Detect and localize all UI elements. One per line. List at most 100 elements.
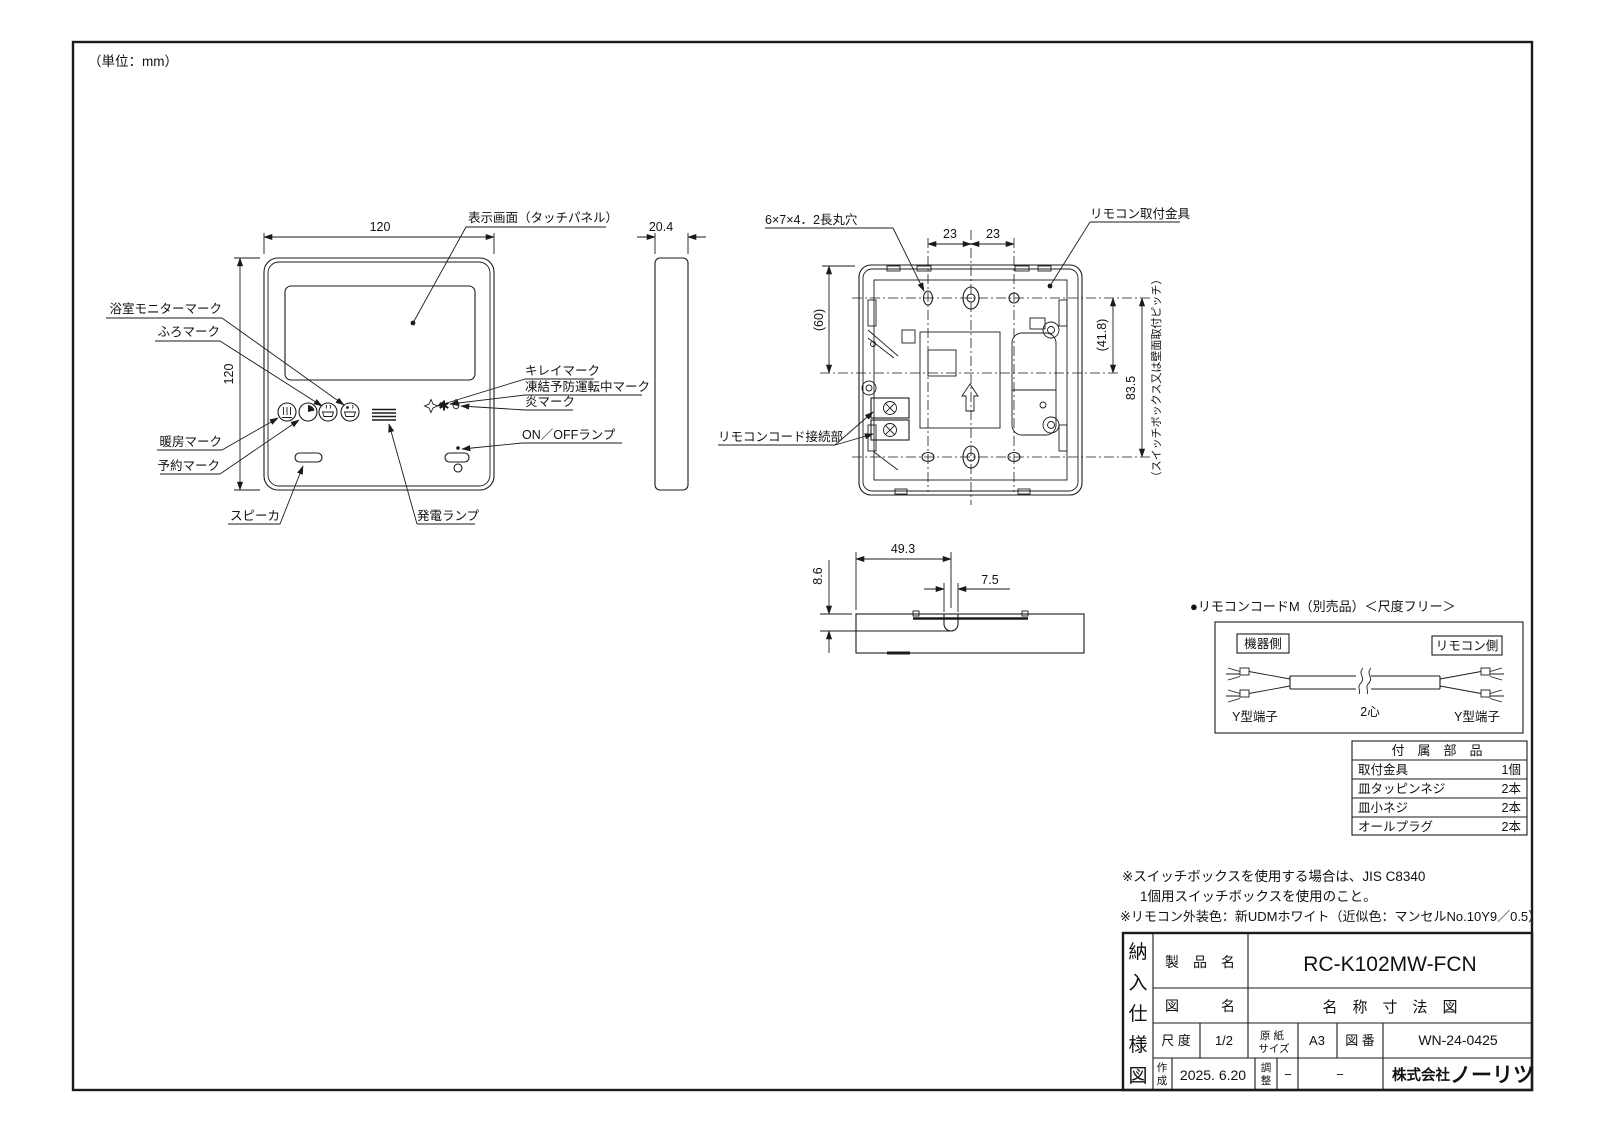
scale-value: 1/2: [1215, 1033, 1233, 1048]
doc-type-char: 図: [1128, 1066, 1147, 1087]
label-bracket: リモコン取付金具: [1090, 206, 1191, 221]
label-cord-terminal: リモコンコード接続部: [718, 429, 843, 444]
dim-bottom-493: 49.3: [891, 542, 915, 556]
created-label: 作: [1157, 1062, 1168, 1074]
drawing-name-value: 名 称 寸 法 図: [1322, 999, 1457, 1016]
company-name: ノーリツ: [1450, 1064, 1534, 1087]
power-generation-lamp: [372, 408, 396, 421]
label-pitch-note: （スイッチボックス又は壁面取付ピッチ）: [1149, 274, 1163, 483]
dim-bottom-86: 8.6: [811, 567, 825, 584]
accessory-name: オールプラグ: [1358, 820, 1433, 834]
table-row: オールプラグ 2本: [1358, 820, 1521, 834]
back-view: 23 23 (60) (41.8) 83.5 （スイッチボックス又は壁面取付ピッ…: [718, 206, 1191, 505]
paper-size-value: A3: [1309, 1033, 1325, 1048]
adjust-label: 整: [1261, 1074, 1272, 1087]
accessory-qty: 2本: [1502, 782, 1522, 796]
label-bath-monitor: 浴室モニターマーク: [109, 301, 222, 316]
drawing-number-label: 図 番: [1345, 1033, 1375, 1048]
dim-bottom-75: 7.5: [981, 573, 998, 587]
label-freeze: 凍結予防運転中マーク: [525, 379, 650, 394]
bath-monitor-icon: [340, 402, 360, 422]
freeze-prevention-icon: [439, 400, 449, 411]
title-block: 納 入 仕 様 図 製 品 名 RC-K102MW-FCN 図 名 名 称 寸 …: [1121, 931, 1534, 1092]
scale-label: 尺 度: [1161, 1033, 1191, 1048]
cord-diagram: ●リモコンコードM（別売品）＜尺度フリー＞ 機器側 リモコン側: [1190, 599, 1524, 734]
company-prefix: 株式会社: [1392, 1066, 1450, 1084]
adjust-label: 調: [1261, 1061, 1272, 1074]
onoff-led: [456, 446, 460, 450]
product-name-value: RC-K102MW-FCN: [1303, 953, 1476, 976]
doc-type-char: 様: [1128, 1034, 1147, 1056]
accessories-header: 付 属 部 品: [1391, 743, 1482, 758]
bottom-view: 49.3 7.5 8.6: [811, 542, 1085, 655]
created-date-value: 2025. 6.20: [1180, 1067, 1246, 1083]
product-name-label: 製 品 名: [1165, 954, 1235, 970]
drawing-border: [71, 40, 1534, 1092]
dim-back-23-right: 23: [986, 227, 1000, 241]
label-kirei: キレイマーク: [525, 364, 600, 378]
drawing-number-value: WN-24-0425: [1418, 1032, 1498, 1048]
furo-icon: [318, 402, 338, 422]
cord-title: ●リモコンコードM（別売品）＜尺度フリー＞: [1190, 599, 1456, 614]
side-view: 20.4: [637, 220, 706, 491]
table-row: 皿タッピンネジ 2本: [1358, 782, 1521, 796]
accessory-qty: 2本: [1502, 820, 1522, 834]
speaker-slot: [294, 452, 323, 463]
created-label: 成: [1157, 1075, 1168, 1087]
paper-size-label: 原 紙: [1260, 1029, 1284, 1042]
heating-icon: [277, 402, 297, 422]
label-display: 表示画面（タッチパネル）: [468, 211, 618, 225]
front-lower-circle: [453, 463, 463, 473]
front-view: 120 120 表示画面（タッチパネル） 浴室モニターマーク ふろマーク 暖房マ…: [106, 211, 650, 525]
y-terminal-right-icon: [1439, 667, 1504, 703]
accessory-name: 皿タッピンネジ: [1358, 782, 1445, 796]
dim-front-width: 120: [370, 220, 391, 234]
label-furo: ふろマーク: [157, 325, 220, 339]
cord-right-terminal-label: Y型端子: [1454, 710, 1500, 724]
cord-terminal-blocks: [870, 397, 910, 441]
dim-back-835: 83.5: [1124, 376, 1138, 400]
label-power-lamp: 発電ランプ: [417, 509, 480, 523]
accessory-qty: 2本: [1502, 801, 1522, 815]
dim-back-60: (60): [812, 309, 826, 331]
dim-side-depth: 20.4: [649, 220, 673, 234]
doc-type-char: 納: [1128, 941, 1147, 963]
doc-type-char: 仕: [1128, 1003, 1147, 1025]
notes: ※スイッチボックスを使用する場合は、JIS C8340 1個用スイッチボックスを…: [1120, 868, 1541, 924]
accessories-table: 付 属 部 品 取付金具 1個 皿タッピンネジ 2本 皿小ネジ 2本 オールプラ…: [1351, 740, 1528, 836]
cord-left-side: 機器側: [1244, 636, 1282, 651]
label-heating: 暖房マーク: [159, 434, 222, 449]
label-speaker: スピーカ: [230, 509, 280, 523]
note-line-2: 1個用スイッチボックスを使用のこと。: [1140, 888, 1377, 904]
dim-back-418: (41.8): [1095, 319, 1109, 352]
cord-cable: [1289, 667, 1441, 695]
dim-front-height: 120: [222, 364, 236, 385]
cord-right-side: リモコン側: [1436, 639, 1499, 653]
label-onoff: ON／OFFランプ: [522, 428, 616, 442]
dim-back-23-left: 23: [943, 227, 957, 241]
label-reservation: 予約マーク: [157, 458, 220, 473]
doc-type-char: 入: [1128, 973, 1147, 994]
onoff-button: [444, 452, 470, 463]
y-terminal-left-icon: [1226, 667, 1291, 703]
accessory-name: 皿小ネジ: [1358, 801, 1408, 815]
accessory-qty: 1個: [1502, 763, 1521, 777]
paper-size-label: サイズ: [1258, 1042, 1289, 1055]
reservation-clock-icon: [298, 402, 318, 422]
doc-type-vertical: 納 入 仕 様 図: [1128, 941, 1147, 1087]
table-row: 皿小ネジ 2本: [1358, 801, 1521, 815]
units-note: （単位：mm）: [88, 54, 178, 69]
note-line-3: ※リモコン外装色：新UDMホワイト（近似色：マンセルNo.10Y9／0.5）: [1120, 909, 1541, 924]
table-row: 取付金具 1個: [1358, 762, 1521, 777]
company-logo: 株式会社 ノーリツ: [1392, 1064, 1534, 1087]
extra-dash-value: −: [1336, 1067, 1344, 1082]
drawing-name-label: 図 名: [1165, 998, 1235, 1014]
accessory-name: 取付金具: [1358, 762, 1409, 777]
note-line-1: ※スイッチボックスを使用する場合は、JIS C8340: [1122, 868, 1425, 884]
cord-core-label: 2心: [1360, 705, 1380, 719]
label-flame: 炎マーク: [525, 395, 575, 409]
orientation-arrow-icon: [961, 383, 979, 412]
adjust-value: −: [1284, 1067, 1292, 1082]
